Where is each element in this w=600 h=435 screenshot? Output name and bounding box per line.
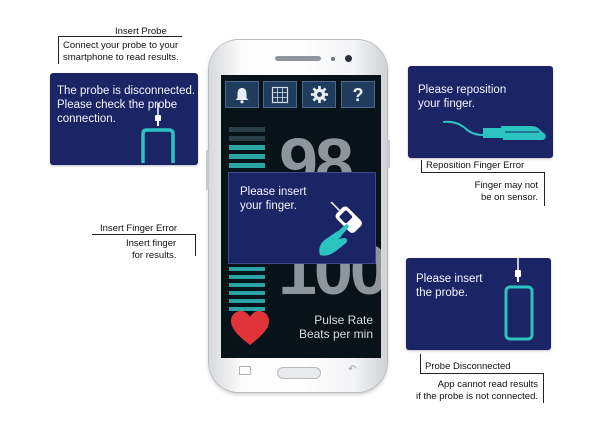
heart-icon bbox=[231, 311, 269, 345]
probe-check-panel: The probe is disconnected. Please check … bbox=[50, 73, 198, 165]
reposition-panel: Please reposition your finger. bbox=[408, 66, 553, 158]
settings-button[interactable] bbox=[302, 81, 336, 108]
insert-probe-rule bbox=[58, 36, 182, 37]
insert-probe-line-1: Connect your probe to your bbox=[63, 40, 179, 51]
bar-segment bbox=[229, 127, 265, 132]
insert-finger-error-rule-v bbox=[195, 234, 196, 256]
probe-disconnected-title: Probe Disconnected bbox=[425, 361, 511, 372]
trend-button[interactable] bbox=[263, 81, 297, 108]
bar-segment bbox=[229, 267, 265, 271]
pulse-bar-graph bbox=[229, 267, 265, 311]
probe-check-line-3: connection. bbox=[57, 113, 116, 125]
help-button[interactable]: ? bbox=[341, 81, 375, 108]
insert-probe-rule-v bbox=[58, 36, 59, 64]
reposition-line-2: your finger. bbox=[418, 98, 475, 110]
grid-icon bbox=[271, 86, 289, 103]
home-button[interactable] bbox=[277, 367, 321, 379]
spo2-bar-graph bbox=[229, 127, 265, 177]
alarm-button[interactable] bbox=[225, 81, 259, 108]
sensor-dot bbox=[331, 57, 335, 61]
probe-disconnected-line-2: if the probe is not connected. bbox=[416, 391, 538, 402]
volume-button[interactable] bbox=[206, 150, 209, 190]
insert-finger-dialog: Please insert your finger. bbox=[228, 172, 376, 264]
probe-check-line-1: The probe is disconnected. bbox=[57, 85, 196, 97]
probe-disconnected-rule-right-v bbox=[543, 373, 544, 403]
probe-disconnected-line-1: App cannot read results bbox=[437, 379, 538, 390]
insert-finger-error-rule bbox=[92, 234, 196, 235]
reposition-rule bbox=[421, 172, 545, 173]
probe-plug-icon bbox=[141, 103, 175, 163]
reposition-error-title: Reposition Finger Error bbox=[426, 160, 525, 171]
probe-disconnected-rule-v bbox=[420, 354, 421, 373]
bar-segment bbox=[229, 299, 265, 303]
bar-segment bbox=[229, 136, 265, 141]
gear-icon bbox=[310, 85, 328, 104]
insert-finger-error-title: Insert Finger Error bbox=[100, 223, 178, 234]
power-button[interactable] bbox=[387, 140, 390, 168]
bell-icon bbox=[235, 87, 249, 103]
help-label: ? bbox=[352, 84, 364, 105]
insert-probe-panel-line-1: Please insert bbox=[416, 273, 483, 285]
insert-probe-panel-line-2: the probe. bbox=[416, 287, 468, 299]
front-camera bbox=[345, 55, 352, 62]
pulse-unit: Beats per min bbox=[298, 327, 373, 341]
probe-check-line-2: Please check the probe bbox=[57, 99, 178, 111]
bar-segment bbox=[229, 275, 265, 279]
insert-finger-line-1: Please insert bbox=[240, 186, 307, 198]
finger-insert-icon bbox=[319, 201, 362, 256]
bar-segment bbox=[229, 291, 265, 295]
earpiece bbox=[275, 56, 321, 61]
probe-disconnected-rule bbox=[420, 373, 544, 374]
bar-segment bbox=[229, 145, 265, 150]
bar-segment bbox=[229, 307, 265, 311]
back-key[interactable]: ↶ bbox=[348, 364, 357, 375]
insert-probe-title: Insert Probe bbox=[115, 26, 167, 37]
reposition-rule-right-v bbox=[544, 172, 545, 206]
phone-probe-icon bbox=[504, 258, 534, 341]
insert-probe-panel: Please insert the probe. bbox=[406, 258, 551, 350]
bar-segment bbox=[229, 283, 265, 287]
bar-segment bbox=[229, 163, 265, 168]
insert-finger-error-line-1: Insert finger bbox=[126, 238, 177, 249]
insert-probe-line-2: smartphone to read results. bbox=[63, 52, 179, 63]
reposition-line-1: Please reposition bbox=[418, 84, 507, 96]
insert-finger-line-2: your finger. bbox=[240, 200, 297, 212]
reposition-error-line-2: be on sensor. bbox=[480, 192, 538, 203]
reposition-error-line-1: Finger may not bbox=[474, 180, 538, 191]
pulse-label: Pulse Rate bbox=[314, 313, 373, 327]
bar-segment bbox=[229, 154, 265, 159]
menu-key[interactable] bbox=[239, 366, 251, 375]
reposition-rule-v bbox=[421, 160, 422, 172]
finger-sensor-icon bbox=[443, 120, 546, 140]
insert-finger-error-line-2: for results. bbox=[132, 250, 177, 261]
